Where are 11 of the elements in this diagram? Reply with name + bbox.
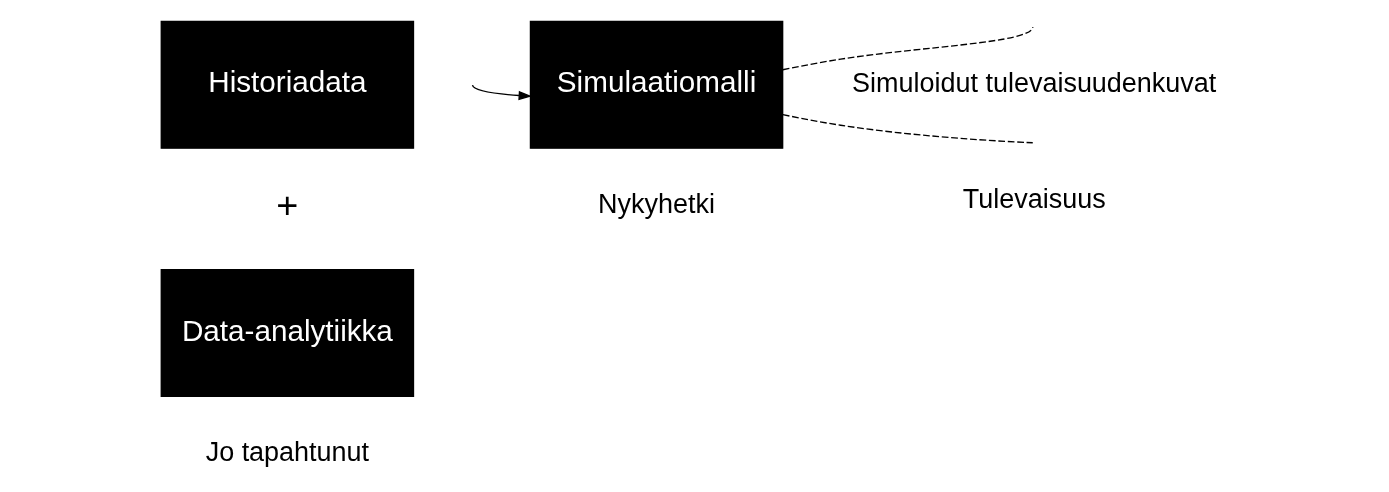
- label: +: [276, 183, 299, 226]
- node-box: Data-analytiikka: [160, 268, 415, 397]
- connector: [782, 26, 1034, 70]
- node-box: Simulaatiomalli: [529, 20, 784, 149]
- connector: [782, 113, 1034, 143]
- label: Nykyhetki: [598, 188, 715, 219]
- node-box: Historiadata: [160, 20, 415, 149]
- label: Simuloidut tulevaisuudenkuvat: [852, 67, 1217, 98]
- arrow: [471, 84, 533, 100]
- label: Tulevaisuus: [962, 183, 1106, 214]
- label: Jo tapahtunut: [205, 436, 370, 467]
